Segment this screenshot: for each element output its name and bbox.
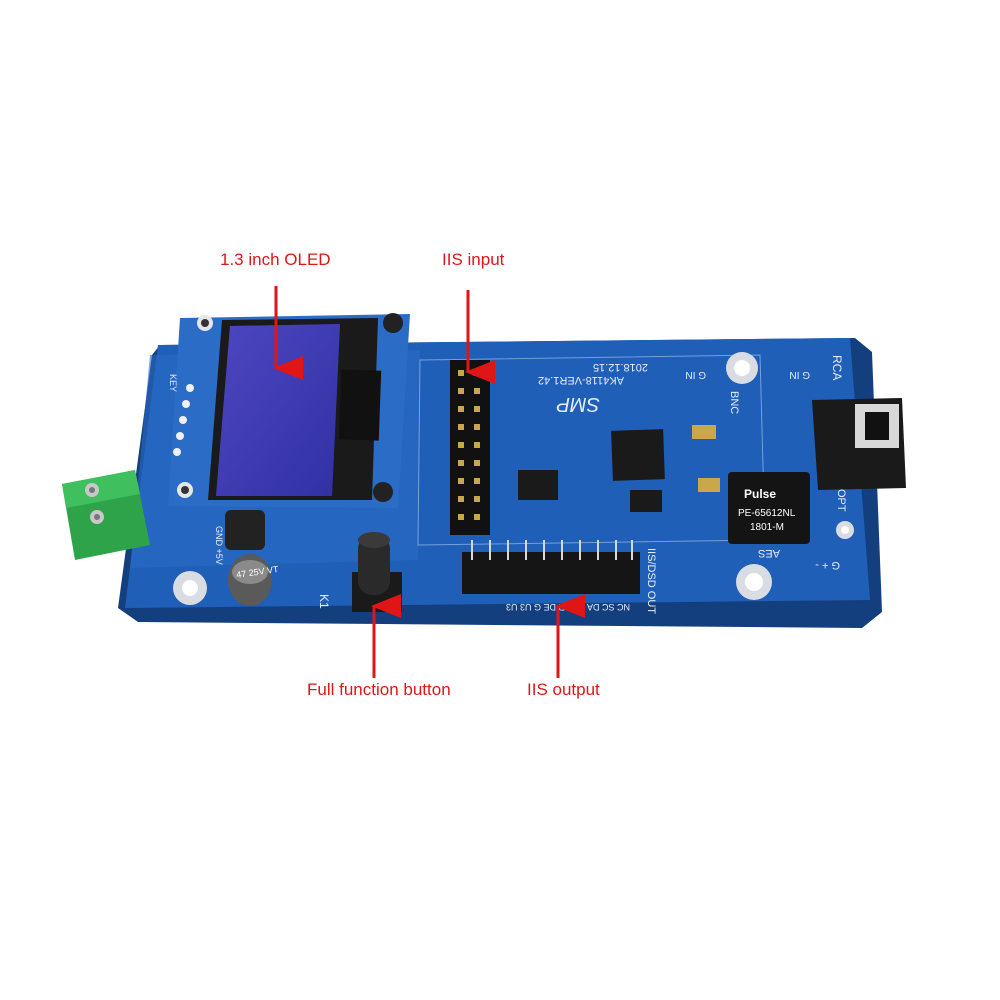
transformer-code: 1801-M xyxy=(750,522,784,533)
label-key: KEY xyxy=(168,374,178,392)
label-opt: OPT xyxy=(835,489,847,512)
mounting-holes xyxy=(173,352,854,605)
callout-arrows xyxy=(273,286,585,678)
label-output-header: IIS/DSD OUT xyxy=(645,548,657,614)
transformer-label: Pulse PE-65612NL 1801-M xyxy=(738,487,796,533)
label-bnc: BNC xyxy=(728,391,740,414)
label-aes: AES xyxy=(758,547,780,559)
oled-pin-header xyxy=(173,384,194,456)
oled-module xyxy=(168,313,410,508)
pulse-transformer xyxy=(728,472,810,544)
capacitors xyxy=(225,510,272,606)
transformer-part: PE-65612NL xyxy=(738,508,796,519)
callout-button: Full function button xyxy=(307,680,451,699)
iis-output-header xyxy=(462,540,640,594)
label-rca: RCA xyxy=(830,355,844,380)
optical-receiver xyxy=(812,398,906,490)
board-brand: SMP xyxy=(556,393,600,415)
transformer-brand: Pulse xyxy=(744,487,776,501)
label-output-pins: NC SC DA BC LR DE G U3 U3 xyxy=(506,602,630,612)
iis-input-header xyxy=(450,360,490,535)
label-aes-pins: G + - xyxy=(815,559,840,571)
power-terminal-block xyxy=(62,470,150,560)
callout-iis-output: IIS output xyxy=(527,680,600,699)
callout-oled: 1.3 inch OLED xyxy=(220,250,331,269)
callout-iis-input: IIS input xyxy=(442,250,505,269)
board-model: AK4118-VER1.42 xyxy=(538,374,624,386)
label-power: GND +5V xyxy=(214,526,224,565)
ic-chips xyxy=(518,425,720,512)
board-date: 2018.12.15 xyxy=(593,361,648,373)
label-gin-1: G IN xyxy=(685,369,706,380)
label-gin-2: G IN xyxy=(789,369,810,380)
label-button-ref: K1 xyxy=(317,594,331,609)
